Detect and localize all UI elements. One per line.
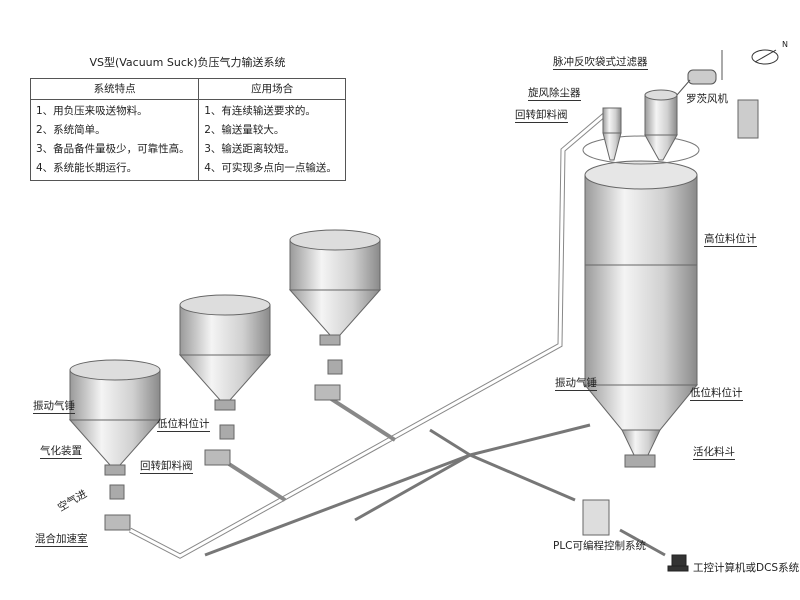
application-item: 3、输送距离较短。: [204, 143, 295, 155]
label-aeration: 气化装置: [40, 445, 82, 459]
label-activation-hopper: 活化料斗: [693, 446, 735, 460]
label-plc: PLC可编程控制系统: [553, 540, 647, 552]
label-bag-filter: 脉冲反吹袋式过滤器: [553, 56, 648, 70]
label-high-level: 高位料位计: [704, 233, 757, 247]
feature-item: 4、系统能长期运行。: [36, 162, 138, 174]
compass-icon: [751, 49, 779, 65]
application-item: 2、输送量较大。: [204, 124, 285, 136]
computer-icon: [667, 554, 689, 572]
label-roots-blower: 罗茨风机: [686, 93, 728, 105]
label-rotary-valve-top: 回转卸料阀: [515, 109, 568, 123]
label-low-level-left: 低位料位计: [157, 418, 210, 432]
main-silo: [583, 160, 699, 468]
table-title: VS型(Vacuum Suck)负压气力输送系统: [89, 56, 286, 69]
header-features: 系统特点: [29, 78, 200, 100]
plc-cabinet: [582, 499, 610, 536]
label-vibrator-right: 振动气锤: [555, 377, 597, 391]
feature-item: 1、用负压来吸送物料。: [36, 105, 148, 117]
application-item: 4、可实现多点向一点输送。: [204, 162, 337, 174]
label-vibrator-left: 振动气锤: [33, 400, 75, 414]
control-cabinet: [737, 99, 759, 139]
label-dcs: 工控计算机或DCS系统: [693, 562, 800, 574]
label-rotary-valve-left: 回转卸料阀: [140, 460, 193, 474]
label-low-level-right: 低位料位计: [690, 387, 743, 401]
roots-blower: [676, 50, 723, 96]
signal-lines: [204, 423, 666, 557]
label-cyclone: 旋风除尘器: [528, 87, 581, 101]
silo-left: [68, 359, 162, 531]
header-applications: 应用场合: [198, 78, 346, 100]
application-item: 1、有连续输送要求的。: [204, 105, 316, 117]
bag-filter: [644, 89, 678, 161]
railing: [582, 135, 700, 165]
applications-cell: 1、有连续输送要求的。 2、输送量较大。 3、输送距离较短。 4、可实现多点向一…: [198, 99, 346, 181]
label-mixing-chamber: 混合加速室: [35, 533, 88, 547]
spec-table: 系统特点 应用场合 1、用负压来吸送物料。 2、系统简单。 3、备品备件量极少，…: [29, 78, 346, 181]
silo-middle: [178, 294, 272, 466]
feature-item: 3、备品备件量极少，可靠性高。: [36, 143, 190, 155]
silo-right: [288, 229, 382, 401]
label-compass-n: N: [782, 40, 788, 49]
cyclone: [602, 107, 622, 161]
features-cell: 1、用负压来吸送物料。 2、系统简单。 3、备品备件量极少，可靠性高。 4、系统…: [29, 99, 200, 181]
feature-item: 2、系统简单。: [36, 124, 106, 136]
